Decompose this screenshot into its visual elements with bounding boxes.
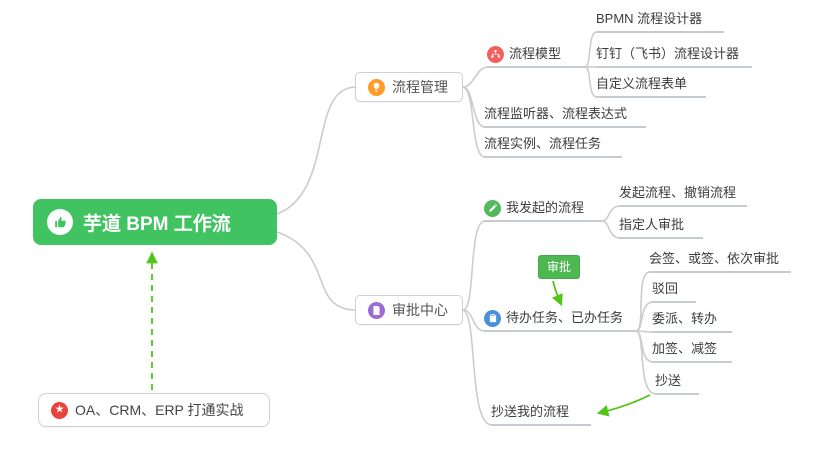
node-todo-done[interactable]: 待办任务、已办任务 [484, 309, 636, 332]
tasks-icon [484, 309, 501, 327]
badge-label: 审批 [547, 260, 572, 274]
node-reject[interactable]: 驳回 [652, 280, 696, 303]
connector-line [601, 220, 621, 239]
node-process-model[interactable]: 流程模型 [487, 45, 585, 68]
node-custom-form[interactable]: 自定义流程表单 [596, 75, 706, 98]
node-listener-expression[interactable]: 流程监听器、流程表达式 [484, 105, 646, 128]
node-label: 发起流程、撤销流程 [619, 185, 737, 200]
connector-line [462, 309, 493, 426]
approval-flow-arrow [551, 280, 563, 307]
node-cc[interactable]: 抄送 [655, 372, 699, 395]
approval-badge[interactable]: 审批 [538, 255, 581, 279]
node-practice[interactable]: ★ OA、CRM、ERP 打通实战 [38, 393, 270, 427]
connector-line [462, 66, 489, 88]
node-dingtalk-designer[interactable]: 钉钉（飞书）流程设计器 [596, 45, 752, 68]
model-icon [487, 45, 504, 63]
connector-line [635, 301, 654, 332]
node-assignee-approval[interactable]: 指定人审批 [619, 216, 703, 239]
node-label: BPMN 流程设计器 [596, 11, 703, 26]
connector-line [635, 330, 657, 395]
connector-line [462, 86, 486, 158]
node-instance-task[interactable]: 流程实例、流程任务 [484, 135, 622, 158]
node-approval-center[interactable]: 审批中心 [355, 295, 463, 325]
connector-line [584, 66, 598, 98]
connector-line [601, 205, 621, 222]
node-bpmn-designer[interactable]: BPMN 流程设计器 [596, 10, 724, 33]
approval-doc-icon [368, 301, 385, 319]
connector-line [276, 231, 357, 311]
node-cc-my-process[interactable]: 抄送我的流程 [491, 403, 591, 426]
bulb-icon [368, 78, 385, 96]
node-label: 抄送 [655, 373, 682, 388]
node-label: 抄送我的流程 [491, 404, 570, 419]
node-label: 审批中心 [392, 302, 448, 318]
cc-flow-arrow [596, 394, 651, 417]
node-my-initiated[interactable]: 我发起的流程 [484, 199, 602, 222]
node-label: 流程实例、流程任务 [484, 136, 602, 151]
pencil-icon [484, 199, 501, 217]
node-label: 流程监听器、流程表达式 [484, 106, 628, 121]
node-delegate-transfer[interactable]: 委派、转办 [652, 310, 732, 333]
star-icon: ★ [51, 401, 68, 419]
connector-line [462, 220, 486, 311]
node-label: 自定义流程表单 [596, 76, 688, 91]
connector-line [276, 86, 357, 215]
root-label: 芋道 BPM 工作流 [83, 213, 231, 235]
node-initiate-cancel[interactable]: 发起流程、撤销流程 [619, 184, 747, 207]
connector-line [462, 309, 486, 332]
node-label: 钉钉（飞书）流程设计器 [596, 46, 740, 61]
connector-line [635, 271, 651, 332]
connector-line [635, 330, 654, 363]
node-add-reduce-sign[interactable]: 加签、减签 [652, 340, 732, 363]
thumbs-up-icon [47, 209, 73, 235]
node-label: 会签、或签、依次审批 [649, 251, 780, 266]
node-label: 加签、减签 [652, 341, 718, 356]
node-label: 待办任务、已办任务 [506, 310, 624, 325]
connector-line [462, 86, 486, 128]
connector-line [584, 31, 598, 68]
node-label: OA、CRM、ERP 打通实战 [75, 402, 244, 418]
root-node[interactable]: 芋道 BPM 工作流 [33, 199, 277, 245]
node-label: 委派、转办 [652, 311, 718, 326]
node-label: 流程管理 [392, 79, 448, 95]
node-process-management[interactable]: 流程管理 [355, 72, 463, 102]
node-label: 驳回 [652, 281, 679, 296]
node-label: 指定人审批 [619, 217, 685, 232]
node-label: 我发起的流程 [506, 200, 585, 215]
node-label: 流程模型 [509, 46, 562, 61]
node-countersign[interactable]: 会签、或签、依次审批 [649, 250, 791, 273]
